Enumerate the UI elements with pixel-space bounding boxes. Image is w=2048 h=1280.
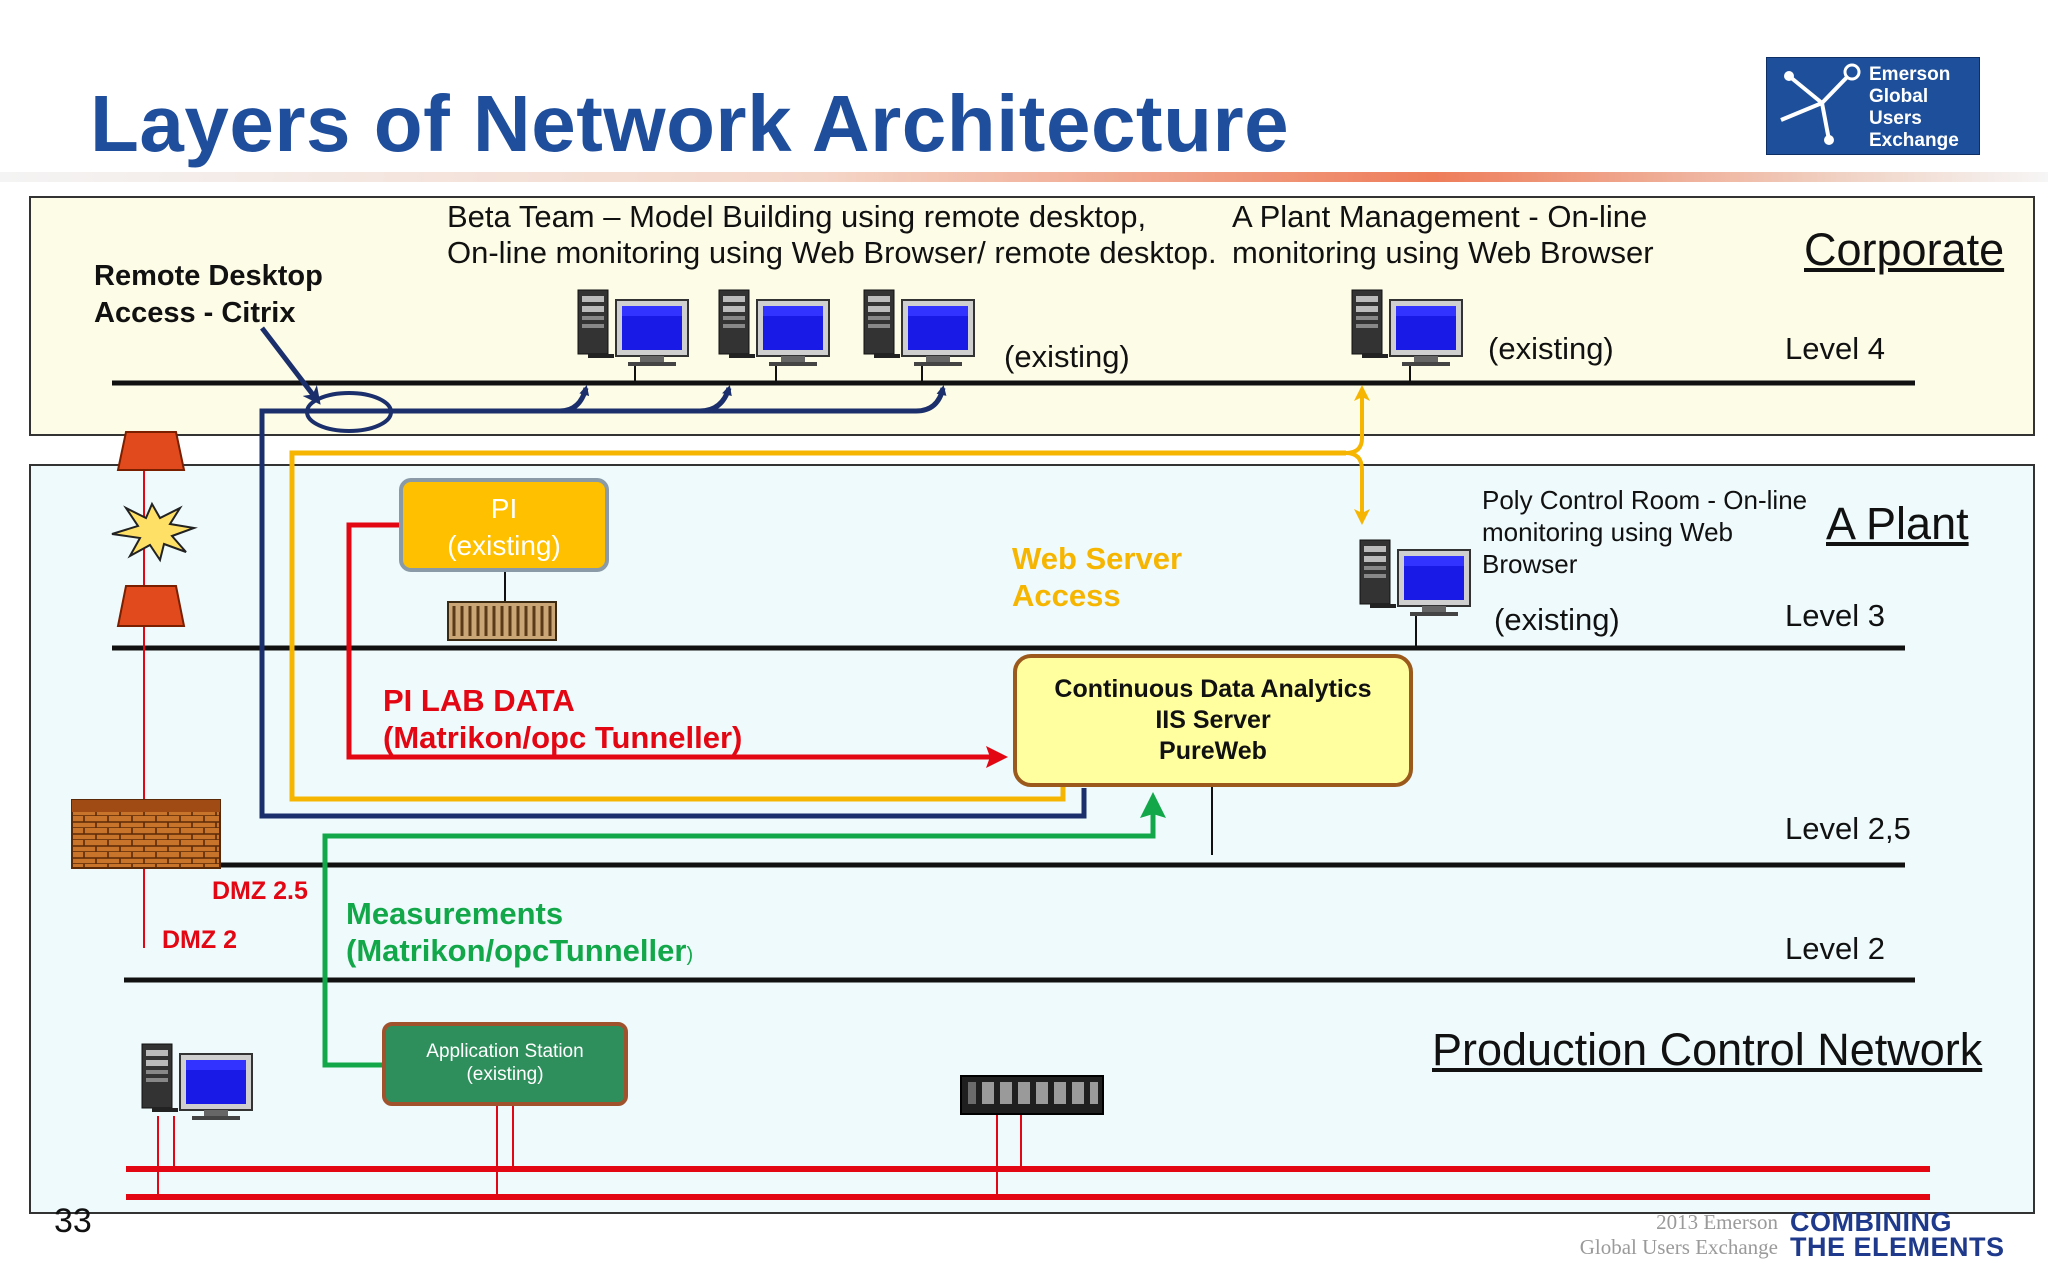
plant-management-line1: A Plant Management - On-line: [1232, 199, 1648, 234]
beta-pc-2-icon: [718, 289, 830, 367]
firewall-bottom-icon: [116, 585, 186, 627]
firewall-top-icon: [116, 431, 186, 471]
measurements-line2: (Matrikon/opcTunneller): [346, 932, 693, 974]
poly-control-label: Poly Control Room - On-line monitoring u…: [1482, 484, 1807, 580]
measurements-line1: Measurements: [346, 896, 564, 931]
footer-small-line2: Global Users Exchange: [1579, 1235, 1778, 1259]
controller-io-icon: [960, 1075, 1104, 1115]
corporate-zone-title: Corporate: [1804, 224, 2005, 275]
app-box-line1: Application Station: [426, 1041, 584, 1062]
existing-label-beta: (existing): [1004, 339, 1130, 374]
server-rack-icon: [447, 601, 557, 641]
page-title: Layers of Network Architecture: [90, 79, 1290, 168]
pi-box-line1: PI: [490, 493, 518, 524]
logo-line2: Global: [1869, 86, 1929, 107]
cda-box-line3: PureWeb: [1159, 737, 1267, 765]
logo-line3: Users: [1869, 108, 1922, 129]
production-pc-icon: [141, 1043, 253, 1121]
pi-lab-path: [346, 522, 1008, 768]
cda-server-box: Continuous Data Analytics IIS Server Pur…: [1013, 654, 1413, 787]
management-pc-icon: [1351, 289, 1463, 367]
poly-control-line2: monitoring using Web: [1482, 517, 1733, 547]
logo-molecule-icon: [1780, 63, 1861, 145]
pi-lab-data-label: PI LAB DATA (Matrikon/opc Tunneller): [383, 682, 742, 756]
citrix-pointer: [260, 326, 321, 405]
pi-lab-line1: PI LAB DATA: [383, 683, 575, 718]
beta-team-line2: On-line monitoring using Web Browser/ re…: [447, 235, 1217, 270]
logo-line1: Emerson: [1869, 64, 1951, 85]
logo-line4: Exchange: [1869, 130, 1959, 151]
existing-label-management: (existing): [1488, 331, 1614, 366]
production-zone-title: Production Control Network: [1432, 1024, 1983, 1075]
router-icon: [111, 501, 198, 563]
web-server-label: Web Server Access: [1012, 540, 1182, 614]
poly-control-line1: Poly Control Room - On-line: [1482, 485, 1808, 515]
existing-label-poly: (existing): [1494, 602, 1620, 637]
app-box-line2: (existing): [466, 1064, 544, 1085]
plant-management-line2: monitoring using Web Browser: [1232, 235, 1654, 270]
plant-zone-title: A Plant: [1826, 498, 1969, 549]
poly-control-pc-icon: [1359, 539, 1471, 617]
emerson-logo: Emerson Global Users Exchange: [1766, 57, 1980, 155]
web-server-line1: Web Server: [1012, 541, 1183, 576]
citrix-ring: [305, 391, 393, 433]
footer-event-name: 2013 Emerson Global Users Exchange: [1520, 1210, 1778, 1260]
remote-desktop-label: Remote Desktop Access - Citrix: [94, 258, 323, 332]
page-number: 33: [54, 1202, 92, 1240]
poly-control-line3: Browser: [1482, 549, 1578, 579]
beta-team-line1: Beta Team – Model Building using remote …: [447, 199, 1147, 234]
measurements-line2-text: (Matrikon/opcTunneller: [346, 933, 687, 968]
measurements-path: [322, 792, 1166, 1068]
dmz25-label: DMZ 2.5: [212, 877, 308, 905]
pi-lab-line2: (Matrikon/opc Tunneller): [383, 720, 743, 755]
level-25-label: Level 2,5: [1785, 811, 1911, 846]
footer-big-line2: THE ELEMENTS: [1790, 1232, 2005, 1262]
beta-pc-1-icon: [577, 289, 689, 367]
measurements-label: Measurements (Matrikon/opcTunneller): [346, 895, 693, 974]
title-underline: [0, 172, 2048, 182]
measurements-line2-suffix: ): [686, 944, 694, 966]
cda-box-line1: Continuous Data Analytics: [1054, 675, 1372, 703]
footer-slogan: COMBINING THE ELEMENTS: [1790, 1207, 2030, 1262]
remote-desktop-line1: Remote Desktop: [94, 260, 323, 292]
cda-box-line2: IIS Server: [1155, 706, 1271, 734]
remote-desktop-line2: Access - Citrix: [94, 297, 296, 329]
pi-box-line2: (existing): [447, 530, 561, 561]
plant-management-label: A Plant Management - On-line monitoring …: [1232, 199, 1654, 271]
footer-big-line1: COMBINING: [1790, 1207, 1952, 1237]
beta-team-label: Beta Team – Model Building using remote …: [447, 199, 1217, 271]
application-station-box: Application Station (existing): [382, 1022, 628, 1106]
dmz2-label: DMZ 2: [162, 926, 237, 954]
level-2-label: Level 2: [1785, 931, 1885, 966]
beta-pc-3-icon: [863, 289, 975, 367]
level-4-label: Level 4: [1785, 331, 1885, 366]
web-server-line2: Access: [1012, 578, 1121, 613]
level-3-label: Level 3: [1785, 598, 1885, 633]
pi-server-box: PI (existing): [399, 478, 609, 572]
web-server-path: [289, 450, 1346, 802]
footer-small-line1: 2013 Emerson: [1656, 1210, 1778, 1234]
